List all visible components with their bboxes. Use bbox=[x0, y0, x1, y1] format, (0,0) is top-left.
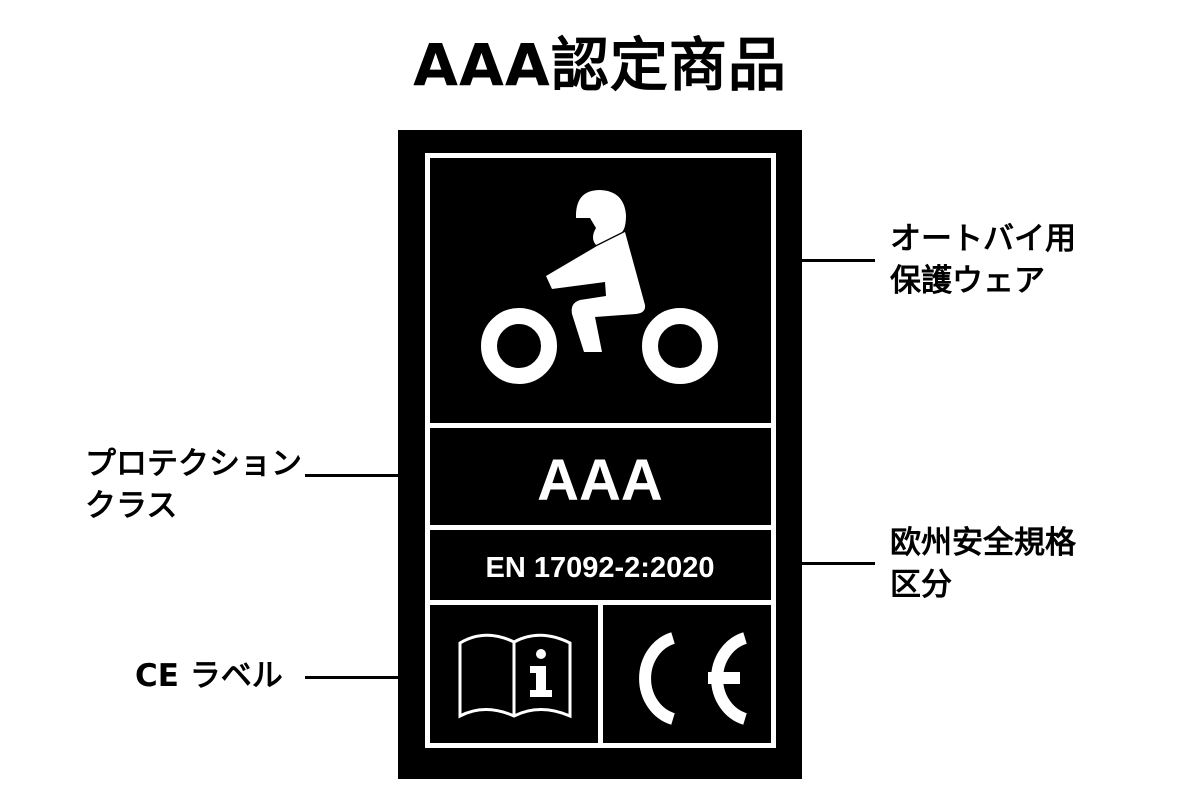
callout-text: プロテクション bbox=[85, 446, 302, 482]
callout-text: オートバイ用 bbox=[890, 221, 1076, 257]
standard-text: EN 17092-2:2020 bbox=[486, 552, 715, 584]
callout-text: 保護ウェア bbox=[890, 263, 1045, 299]
page-title: AAA認定商品 bbox=[413, 31, 787, 99]
callout-text: クラス bbox=[85, 488, 178, 524]
callout-text: CE ラベル bbox=[135, 658, 283, 694]
info-manual-icon bbox=[458, 633, 572, 719]
callout-usage: オートバイ用 保護ウェア bbox=[890, 218, 1076, 302]
ce-mark-icon bbox=[639, 632, 748, 725]
callout-line-standard bbox=[802, 562, 875, 565]
callout-line-protection-class bbox=[305, 474, 398, 477]
callout-ce-label: CE ラベル bbox=[135, 655, 283, 697]
callout-standard: 欧州安全規格 区分 bbox=[890, 522, 1076, 606]
motorcycle-rider-icon bbox=[481, 190, 718, 384]
callout-protection-class: プロテクション クラス bbox=[85, 443, 302, 527]
callout-line-usage bbox=[802, 259, 875, 262]
callout-text: 区分 bbox=[890, 567, 952, 603]
callout-text: 欧州安全規格 bbox=[890, 525, 1076, 561]
callout-line-ce-label bbox=[305, 676, 398, 679]
protection-class-text: AAA bbox=[537, 448, 663, 513]
label-frame bbox=[425, 153, 776, 748]
